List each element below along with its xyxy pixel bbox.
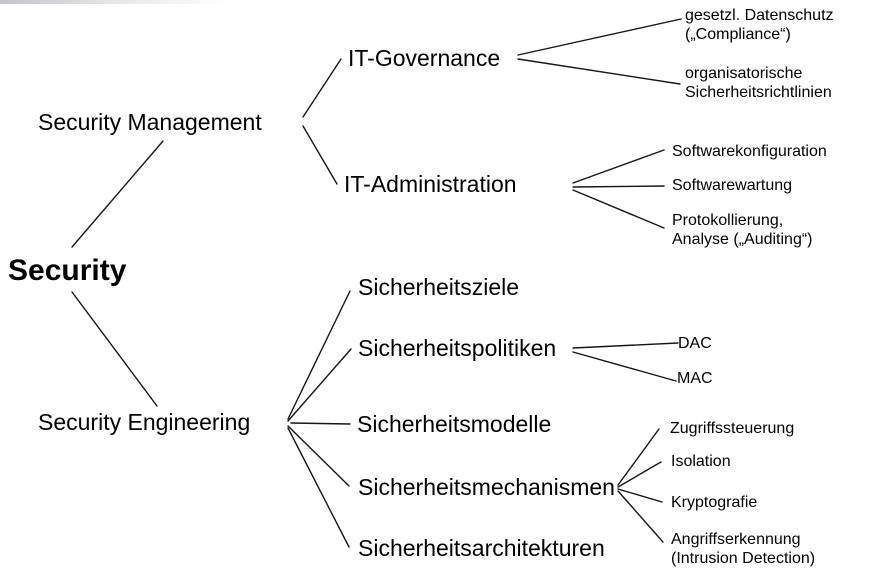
leaf-kryptografie: Kryptografie [671, 494, 758, 511]
node-it-administration: IT-Administration [344, 171, 517, 197]
leaf-protokollierung-analyse: Protokollierung, Analyse („Auditing“) [672, 212, 813, 248]
connector-line [572, 351, 677, 382]
leaf-softwarewartung: Softwarewartung [672, 177, 793, 194]
connector-line [71, 291, 158, 407]
connector-line [287, 425, 350, 487]
connector-line [572, 185, 665, 188]
connector-line [617, 490, 664, 543]
node-security: Security [8, 254, 127, 287]
connector-line [517, 58, 681, 85]
leaf-dac: DAC [678, 335, 712, 352]
connector-line [302, 58, 342, 118]
top-edge-artifact [0, 0, 228, 4]
leaf-organisatorische-richtlinien: organisatorische Sicherheitsrichtlinien [685, 65, 832, 101]
node-sicherheitspolitiken: Sicherheitspolitiken [358, 335, 557, 361]
node-security-engineering: Security Engineering [38, 409, 251, 435]
connector-line [572, 342, 679, 349]
leaf-softwarekonfiguration: Softwarekonfiguration [672, 143, 827, 160]
connector-line [302, 125, 338, 185]
connector-line [290, 422, 351, 425]
leaf-mac: MAC [677, 370, 713, 387]
connector-line [71, 140, 164, 248]
leaf-angriffserkennung: Angriffserkennung (Intrusion Detection) [671, 531, 816, 567]
connector-line [287, 348, 352, 422]
node-sicherheitsziele: Sicherheitsziele [358, 274, 520, 300]
connector-line [517, 18, 682, 56]
leaf-zugriffssteuerung: Zugriffssteuerung [670, 420, 795, 437]
connector-line [572, 149, 665, 184]
node-sicherheitsarchitekturen: Sicherheitsarchitekturen [358, 535, 605, 561]
connector-line [287, 290, 351, 420]
connector-line [617, 461, 662, 488]
connector-line [572, 189, 665, 229]
node-sicherheitsmechanismen: Sicherheitsmechanismen [358, 474, 615, 500]
connector-line [287, 427, 350, 548]
connector-line [617, 488, 663, 503]
connector-line [617, 428, 660, 486]
node-it-governance: IT-Governance [348, 45, 501, 71]
leaf-isolation: Isolation [671, 453, 731, 470]
node-sicherheitsmodelle: Sicherheitsmodelle [357, 411, 552, 437]
node-security-management: Security Management [38, 109, 262, 135]
leaf-gesetzl-datenschutz: gesetzl. Datenschutz („Compliance“) [685, 7, 834, 43]
